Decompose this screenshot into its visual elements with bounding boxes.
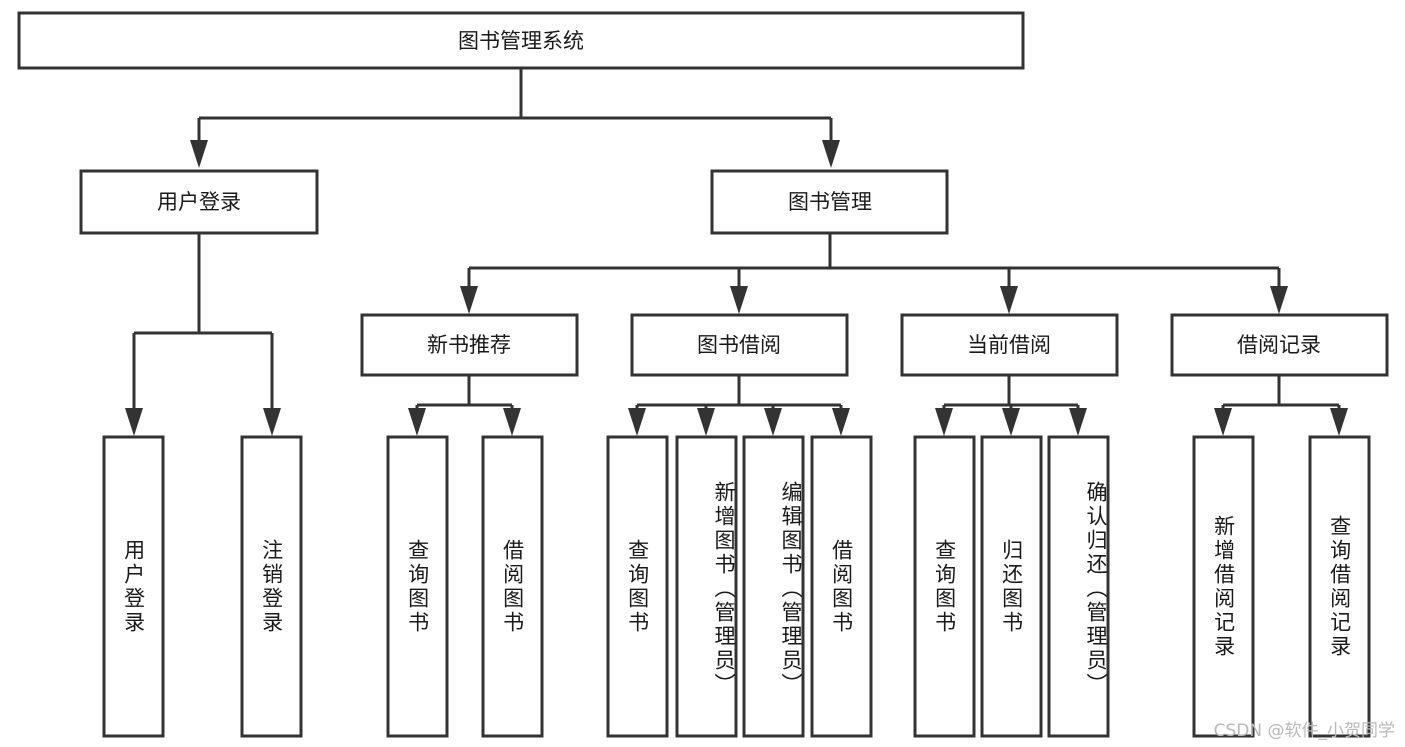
node-book-management-label: 图书管理 <box>788 190 872 214</box>
connector-borrow-record-to-leaves <box>1214 375 1348 436</box>
node-root[interactable]: 图书管理系统 <box>17 11 1025 70</box>
node-borrow-record[interactable]: 借阅记录 <box>1170 313 1389 377</box>
leaf-boxes <box>102 435 1371 738</box>
connector-current-borrow-to-leaves <box>935 375 1087 436</box>
connector-root-to-level2 <box>190 68 840 168</box>
leaf-return-book-box[interactable] <box>980 435 1043 738</box>
leaf-query-record-box[interactable] <box>1308 435 1371 738</box>
node-root-box <box>17 11 1025 70</box>
node-book-borrow-label: 图书借阅 <box>697 333 781 357</box>
node-user-login-box <box>79 169 319 235</box>
connector-book-management-to-level3 <box>460 233 1288 314</box>
leaf-query-book-1-box[interactable] <box>386 435 449 738</box>
leaf-query-book-2-box[interactable] <box>606 435 669 738</box>
node-current-borrow-label: 当前借阅 <box>967 333 1051 357</box>
connector-book-borrow-to-leaves <box>628 375 850 436</box>
node-current-borrow-box <box>900 313 1119 377</box>
leaf-borrow-book-2-box[interactable] <box>810 435 873 738</box>
node-new-book-recommend[interactable]: 新书推荐 <box>360 313 579 377</box>
node-book-borrow[interactable]: 图书借阅 <box>630 313 849 377</box>
leaf-add-book-box[interactable] <box>675 435 738 738</box>
node-borrow-record-label: 借阅记录 <box>1237 333 1321 357</box>
node-new-book-recommend-label: 新书推荐 <box>427 333 511 357</box>
leaf-edit-book-box[interactable] <box>742 435 805 738</box>
node-root-label: 图书管理系统 <box>458 29 584 53</box>
node-user-login[interactable]: 用户登录 <box>79 169 319 235</box>
leaf-add-record-box[interactable] <box>1192 435 1255 738</box>
leaf-logout-login-box[interactable] <box>240 435 303 738</box>
node-book-management[interactable]: 图书管理 <box>710 169 949 235</box>
node-new-book-recommend-box <box>360 313 579 377</box>
node-user-login-label: 用户登录 <box>157 190 241 214</box>
node-current-borrow[interactable]: 当前借阅 <box>900 313 1119 377</box>
leaf-confirm-return-box[interactable] <box>1047 435 1110 738</box>
leaf-borrow-book-1-box[interactable] <box>481 435 544 738</box>
connector-user-login-to-leaves <box>125 233 281 436</box>
leaf-query-book-3-box[interactable] <box>913 435 976 738</box>
connector-new-book-recommend-to-leaves <box>408 375 521 436</box>
leaf-user-login-box[interactable] <box>102 435 165 738</box>
